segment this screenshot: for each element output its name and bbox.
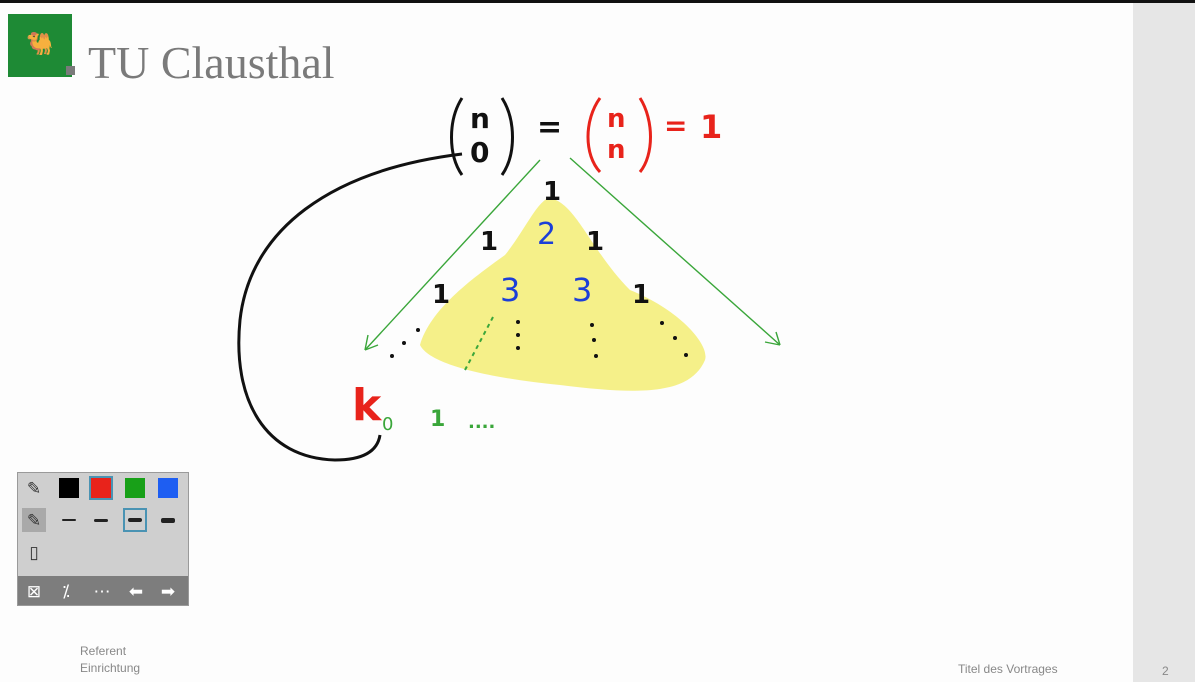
color-red-button[interactable] [89, 476, 113, 500]
binom-left-top: n [470, 102, 490, 135]
color-row: ✎ [18, 476, 188, 506]
pen-active-icon[interactable]: ✎ [22, 508, 46, 532]
page-icon[interactable]: ▯ [29, 542, 39, 562]
green-arrow-left [364, 159, 541, 351]
color-green-button[interactable] [123, 476, 147, 500]
forward-arrow-icon[interactable]: ➡ [160, 581, 176, 601]
width-medium-button[interactable] [89, 508, 113, 532]
footer-talk-title: Titel des Vortrages [958, 662, 1058, 676]
binom-right-bottom: n [607, 135, 626, 165]
width-thick-button[interactable] [123, 508, 147, 532]
left-paren-black [450, 97, 464, 176]
pen-icon[interactable]: ✎ [26, 478, 42, 498]
bottom-dots: .... [468, 412, 495, 433]
logo-square [66, 66, 75, 75]
row2-val1: 3 [500, 271, 520, 309]
row2-val3: 1 [632, 280, 650, 310]
equals-2: = [664, 109, 687, 142]
fraction-icon[interactable]: ⁒ [62, 581, 70, 601]
equals-1: = [537, 110, 562, 145]
black-curve [237, 152, 463, 462]
footer-speaker-block: Referent Einrichtung [80, 643, 140, 677]
footer-institution: Einrichtung [80, 661, 141, 675]
row1-val0: 1 [480, 227, 498, 257]
color-black-button[interactable] [57, 476, 81, 500]
binom-result: 1 [700, 108, 722, 146]
left-paren-red [586, 97, 602, 174]
window-top-border [0, 0, 1195, 3]
page-number: 2 [1162, 664, 1169, 678]
color-blue-button[interactable] [156, 476, 180, 500]
green-dashed-line [464, 316, 494, 371]
k-subscript: 0 [382, 414, 393, 435]
k-label: k [352, 380, 383, 431]
logo-text: TU Clausthal [88, 37, 335, 88]
width-heavy-button[interactable] [156, 508, 180, 532]
logo-mark: 🐫 [26, 32, 54, 57]
row2-val0: 1 [432, 280, 450, 310]
ellipsis-dots [390, 320, 688, 358]
right-sidebar [1133, 3, 1195, 682]
toolbar-bottom-bar: ⊠ ⁒ ⋯ ⬅ ➡ [18, 576, 188, 605]
right-paren-black [500, 97, 514, 176]
tu-logo-icon: 🐫 [8, 14, 72, 77]
binom-left-bottom: 0 [470, 136, 489, 169]
more-icon[interactable]: ⋯ [93, 581, 111, 601]
handwriting-layer: n 0 = n n = 1 1 1 2 1 1 3 3 1 k 0 1 .... [237, 97, 781, 462]
yellow-highlight [420, 198, 706, 391]
row1-val1: 2 [537, 217, 556, 252]
drawing-toolbar: ✎ ✎ ▯ ⊠ ⁒ ⋯ ⬅ ➡ [17, 472, 189, 606]
back-arrow-icon[interactable]: ⬅ [128, 581, 144, 601]
row0-val0: 1 [543, 177, 561, 207]
green-arrow-right [569, 157, 781, 346]
bottom-one: 1 [430, 407, 445, 432]
row1-val2: 1 [586, 227, 604, 257]
clear-screen-icon[interactable]: ⊠ [26, 581, 42, 601]
width-row: ✎ [18, 508, 188, 538]
binom-right-top: n [607, 104, 626, 134]
page-row: ▯ [18, 540, 188, 570]
row2-val2: 3 [572, 271, 592, 309]
right-paren-red [638, 97, 652, 173]
width-thin-button[interactable] [57, 508, 81, 532]
footer-speaker: Referent [80, 644, 127, 658]
